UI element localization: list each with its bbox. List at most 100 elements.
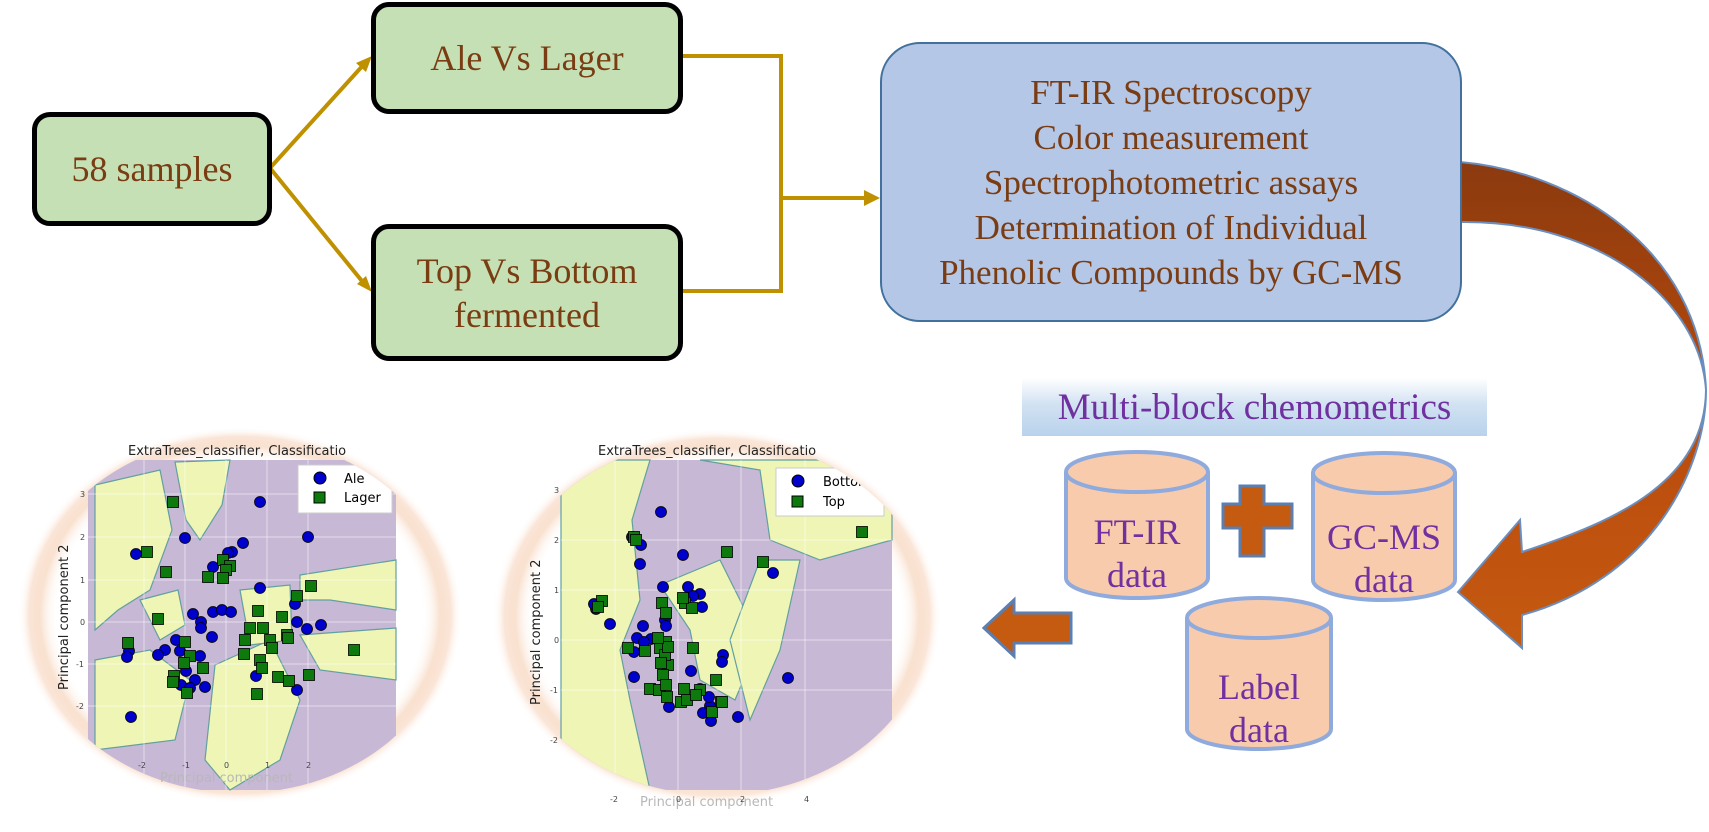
data-point-lager [252, 605, 264, 617]
data-point-ale [179, 532, 191, 544]
left-arrow [981, 596, 1073, 660]
y-tick-left: -2 [76, 702, 84, 711]
plot-top-bottom: Bottom Top ExtraTrees_classifier, Classi… [493, 429, 941, 810]
merge-bracket [682, 54, 868, 293]
multiblock-title: Multi-block chemometrics [1022, 378, 1487, 436]
top-vs-bottom-line-1: Top Vs Bottom [416, 250, 638, 291]
data-point-ale [152, 649, 164, 661]
legend-lager-marker [313, 491, 326, 504]
plot-title-left: ExtraTrees_classifier, Classificatio [128, 444, 346, 459]
data-point-lager [160, 566, 172, 578]
data-point-lager [256, 662, 268, 674]
label-data-label: Label data [1187, 666, 1331, 752]
legend-top-marker [791, 495, 804, 508]
top-vs-bottom-box: Top Vs Bottom fermented [371, 224, 683, 361]
samples-box: 58 samples [32, 112, 272, 226]
label-data-line-2: data [1229, 710, 1289, 750]
data-point-lager [179, 636, 191, 648]
data-point-lager [257, 622, 269, 634]
data-point-lager [141, 546, 153, 558]
data-point-bottom [732, 711, 744, 723]
green-markers-right [592, 526, 868, 718]
data-point-lager [178, 657, 190, 669]
data-point-lager [202, 571, 214, 583]
data-point-ale [302, 531, 314, 543]
data-point-lager [283, 675, 295, 687]
data-point-top [687, 642, 699, 654]
method-determination: Determination of Individual [974, 207, 1368, 247]
data-point-ale [207, 561, 219, 573]
data-point-top [757, 556, 769, 568]
method-phenolic-gcms: Phenolic Compounds by GC-MS [939, 252, 1403, 292]
label-data-line-1: Label [1218, 667, 1300, 707]
cylinder-ftir [1064, 450, 1210, 600]
gcms-data-line-2: data [1354, 560, 1414, 600]
method-ftir: FT-IR Spectroscopy [1030, 72, 1312, 112]
data-point-ale [291, 684, 303, 696]
legend-lager-label: Lager [344, 491, 381, 506]
data-point-lager [291, 590, 303, 602]
x-axis-label-right: Principal component [640, 795, 773, 810]
data-point-lager [184, 650, 196, 662]
data-point-bottom [637, 620, 649, 632]
data-point-ale [225, 606, 237, 618]
data-point-ale [195, 622, 207, 634]
data-point-lager [251, 688, 263, 700]
x-tick-left: 2 [306, 761, 311, 770]
data-point-ale [121, 651, 133, 663]
data-point-top [592, 601, 604, 613]
y-axis-label-left: Principal component 2 [57, 545, 72, 690]
method-color: Color measurement [1033, 117, 1309, 157]
y-tick-right: -1 [550, 686, 558, 695]
legend-ale-marker [313, 471, 327, 485]
data-point-lager [272, 671, 284, 683]
y-tick-left: 0 [80, 618, 85, 627]
data-point-top [662, 641, 674, 653]
data-point-bottom [703, 691, 715, 703]
data-point-top [655, 657, 667, 669]
y-tick-left: -1 [76, 660, 84, 669]
data-point-lager [282, 632, 294, 644]
legend-ale-label: Ale [344, 472, 365, 487]
data-point-ale [194, 650, 206, 662]
x-tick-left: -2 [138, 761, 146, 770]
data-point-lager [276, 611, 288, 623]
ftir-data-line-1: FT-IR [1093, 512, 1181, 552]
ale-vs-lager-box: Ale Vs Lager [371, 2, 683, 114]
y-tick-left: 1 [80, 576, 85, 585]
arrowhead-to-top-vs-bottom [357, 276, 372, 292]
data-point-ale [187, 608, 199, 620]
y-tick-left: 3 [80, 490, 85, 499]
cylinder-gcms [1311, 451, 1457, 602]
y-tick-right: 0 [554, 636, 559, 645]
legend-top-label: Top [822, 495, 845, 510]
data-point-lager [305, 580, 317, 592]
data-point-lager [348, 644, 360, 656]
y-tick-right: 3 [554, 486, 559, 495]
plot-ale-lager: Ale Lager ExtraTrees_classifier, Classif… [18, 427, 462, 803]
data-point-top [639, 645, 651, 657]
curved-flow-arrow [1456, 160, 1708, 651]
ftir-data-line-2: data [1107, 555, 1167, 595]
data-point-ale [254, 496, 266, 508]
data-point-bottom [657, 581, 669, 593]
x-tick-left: 0 [224, 761, 229, 770]
data-point-top [710, 674, 722, 686]
cylinder-label [1185, 596, 1333, 751]
data-point-top [652, 632, 664, 644]
data-point-bottom [628, 671, 640, 683]
data-point-ale [206, 631, 218, 643]
arrowhead-to-methods [864, 190, 880, 206]
data-point-top [721, 546, 733, 558]
samples-label: 58 samples [71, 149, 233, 189]
data-point-top [661, 691, 673, 703]
data-point-lager [181, 687, 193, 699]
x-tick-right: 4 [804, 795, 809, 804]
data-point-top [656, 597, 668, 609]
data-point-bottom [696, 601, 708, 613]
data-point-top [706, 706, 718, 718]
ale-vs-lager-label: Ale Vs Lager [430, 38, 624, 78]
method-spectrophotometric: Spectrophotometric assays [983, 162, 1359, 202]
top-vs-bottom-line-2: fermented [454, 294, 600, 335]
